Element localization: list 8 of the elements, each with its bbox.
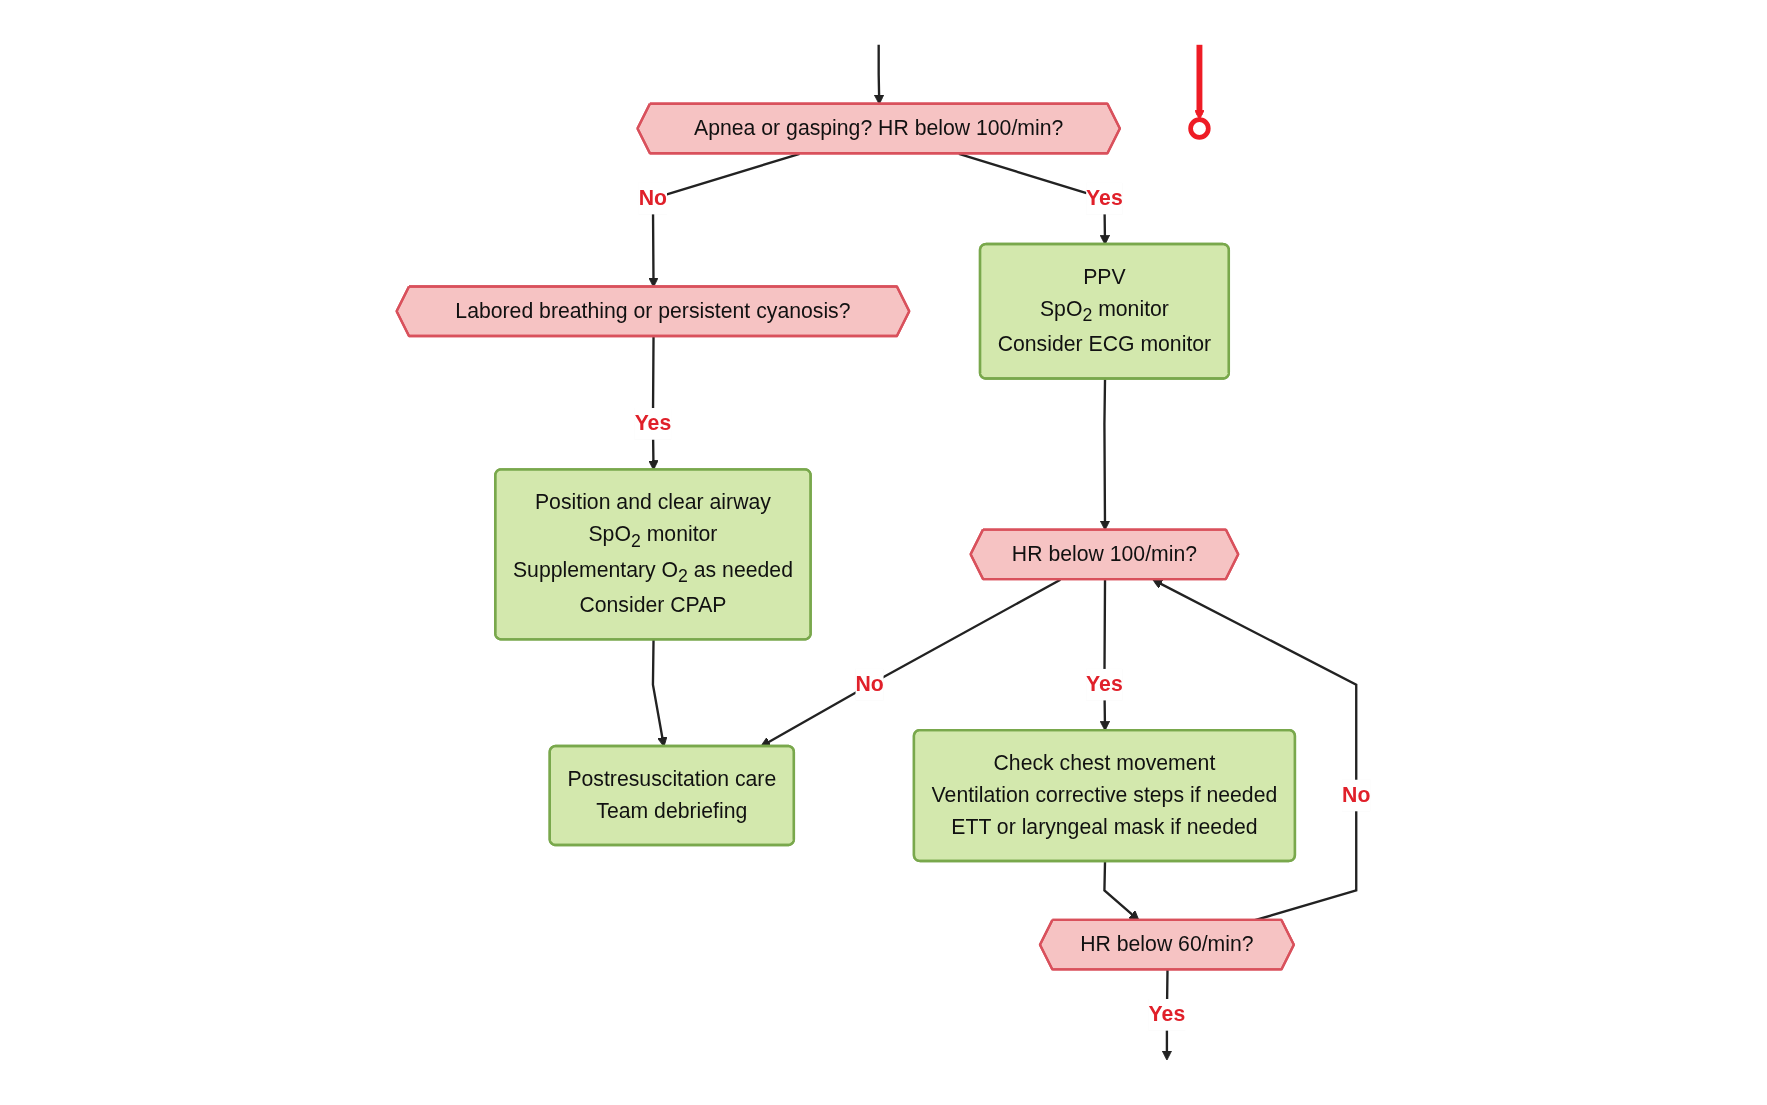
- edge-label: Yes: [1086, 672, 1123, 696]
- edge-label: No: [855, 672, 884, 696]
- edge-label: Yes: [1086, 186, 1123, 210]
- edge-label: No: [638, 186, 668, 210]
- node-circle: [1188, 117, 1211, 140]
- edge-label: Yes: [1148, 1002, 1186, 1027]
- edge-label: Yes: [634, 411, 672, 436]
- edge-label: No: [1342, 783, 1371, 807]
